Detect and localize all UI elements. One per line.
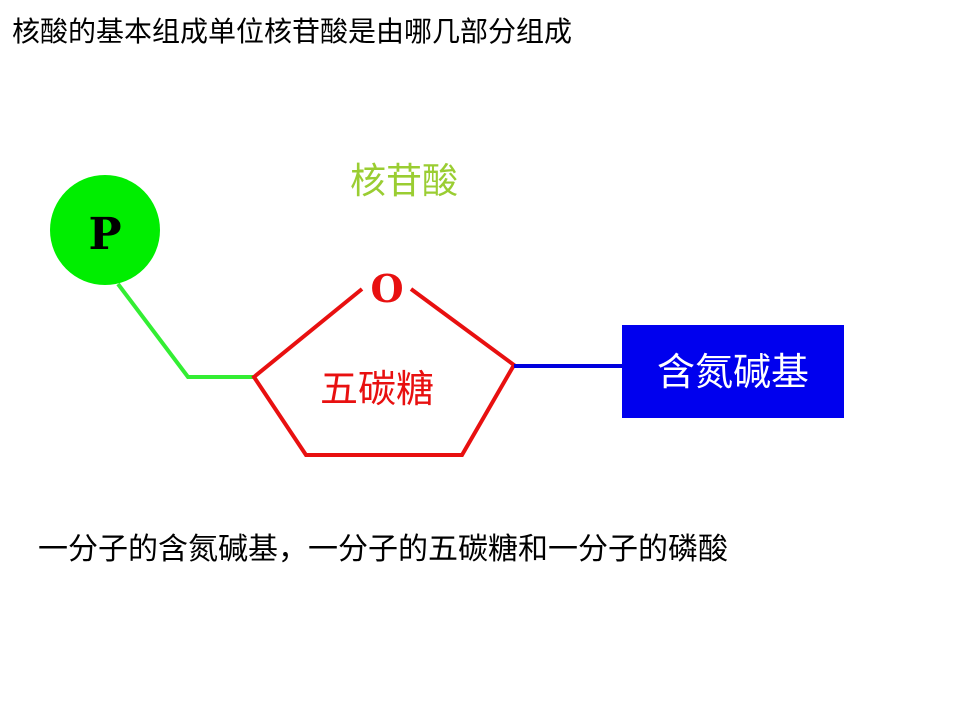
phosphate-circle [50,175,160,285]
base-box [622,325,844,418]
phosphate-link [116,282,254,379]
page-title: 核酸的基本组成单位核苷酸是由哪几部分组成 [12,15,573,48]
sugar-label: 五碳糖 [320,367,434,411]
nucleotide-label: 核苷酸 [350,161,458,202]
oxygen-label: O [370,266,403,311]
phosphate-label: P [88,209,121,260]
answer-caption: 一分子的含氮碱基，一分子的五碳糖和一分子的磷酸 [38,532,728,567]
base-label: 含氮碱基 [657,350,809,394]
sugar-ring [251,287,517,457]
